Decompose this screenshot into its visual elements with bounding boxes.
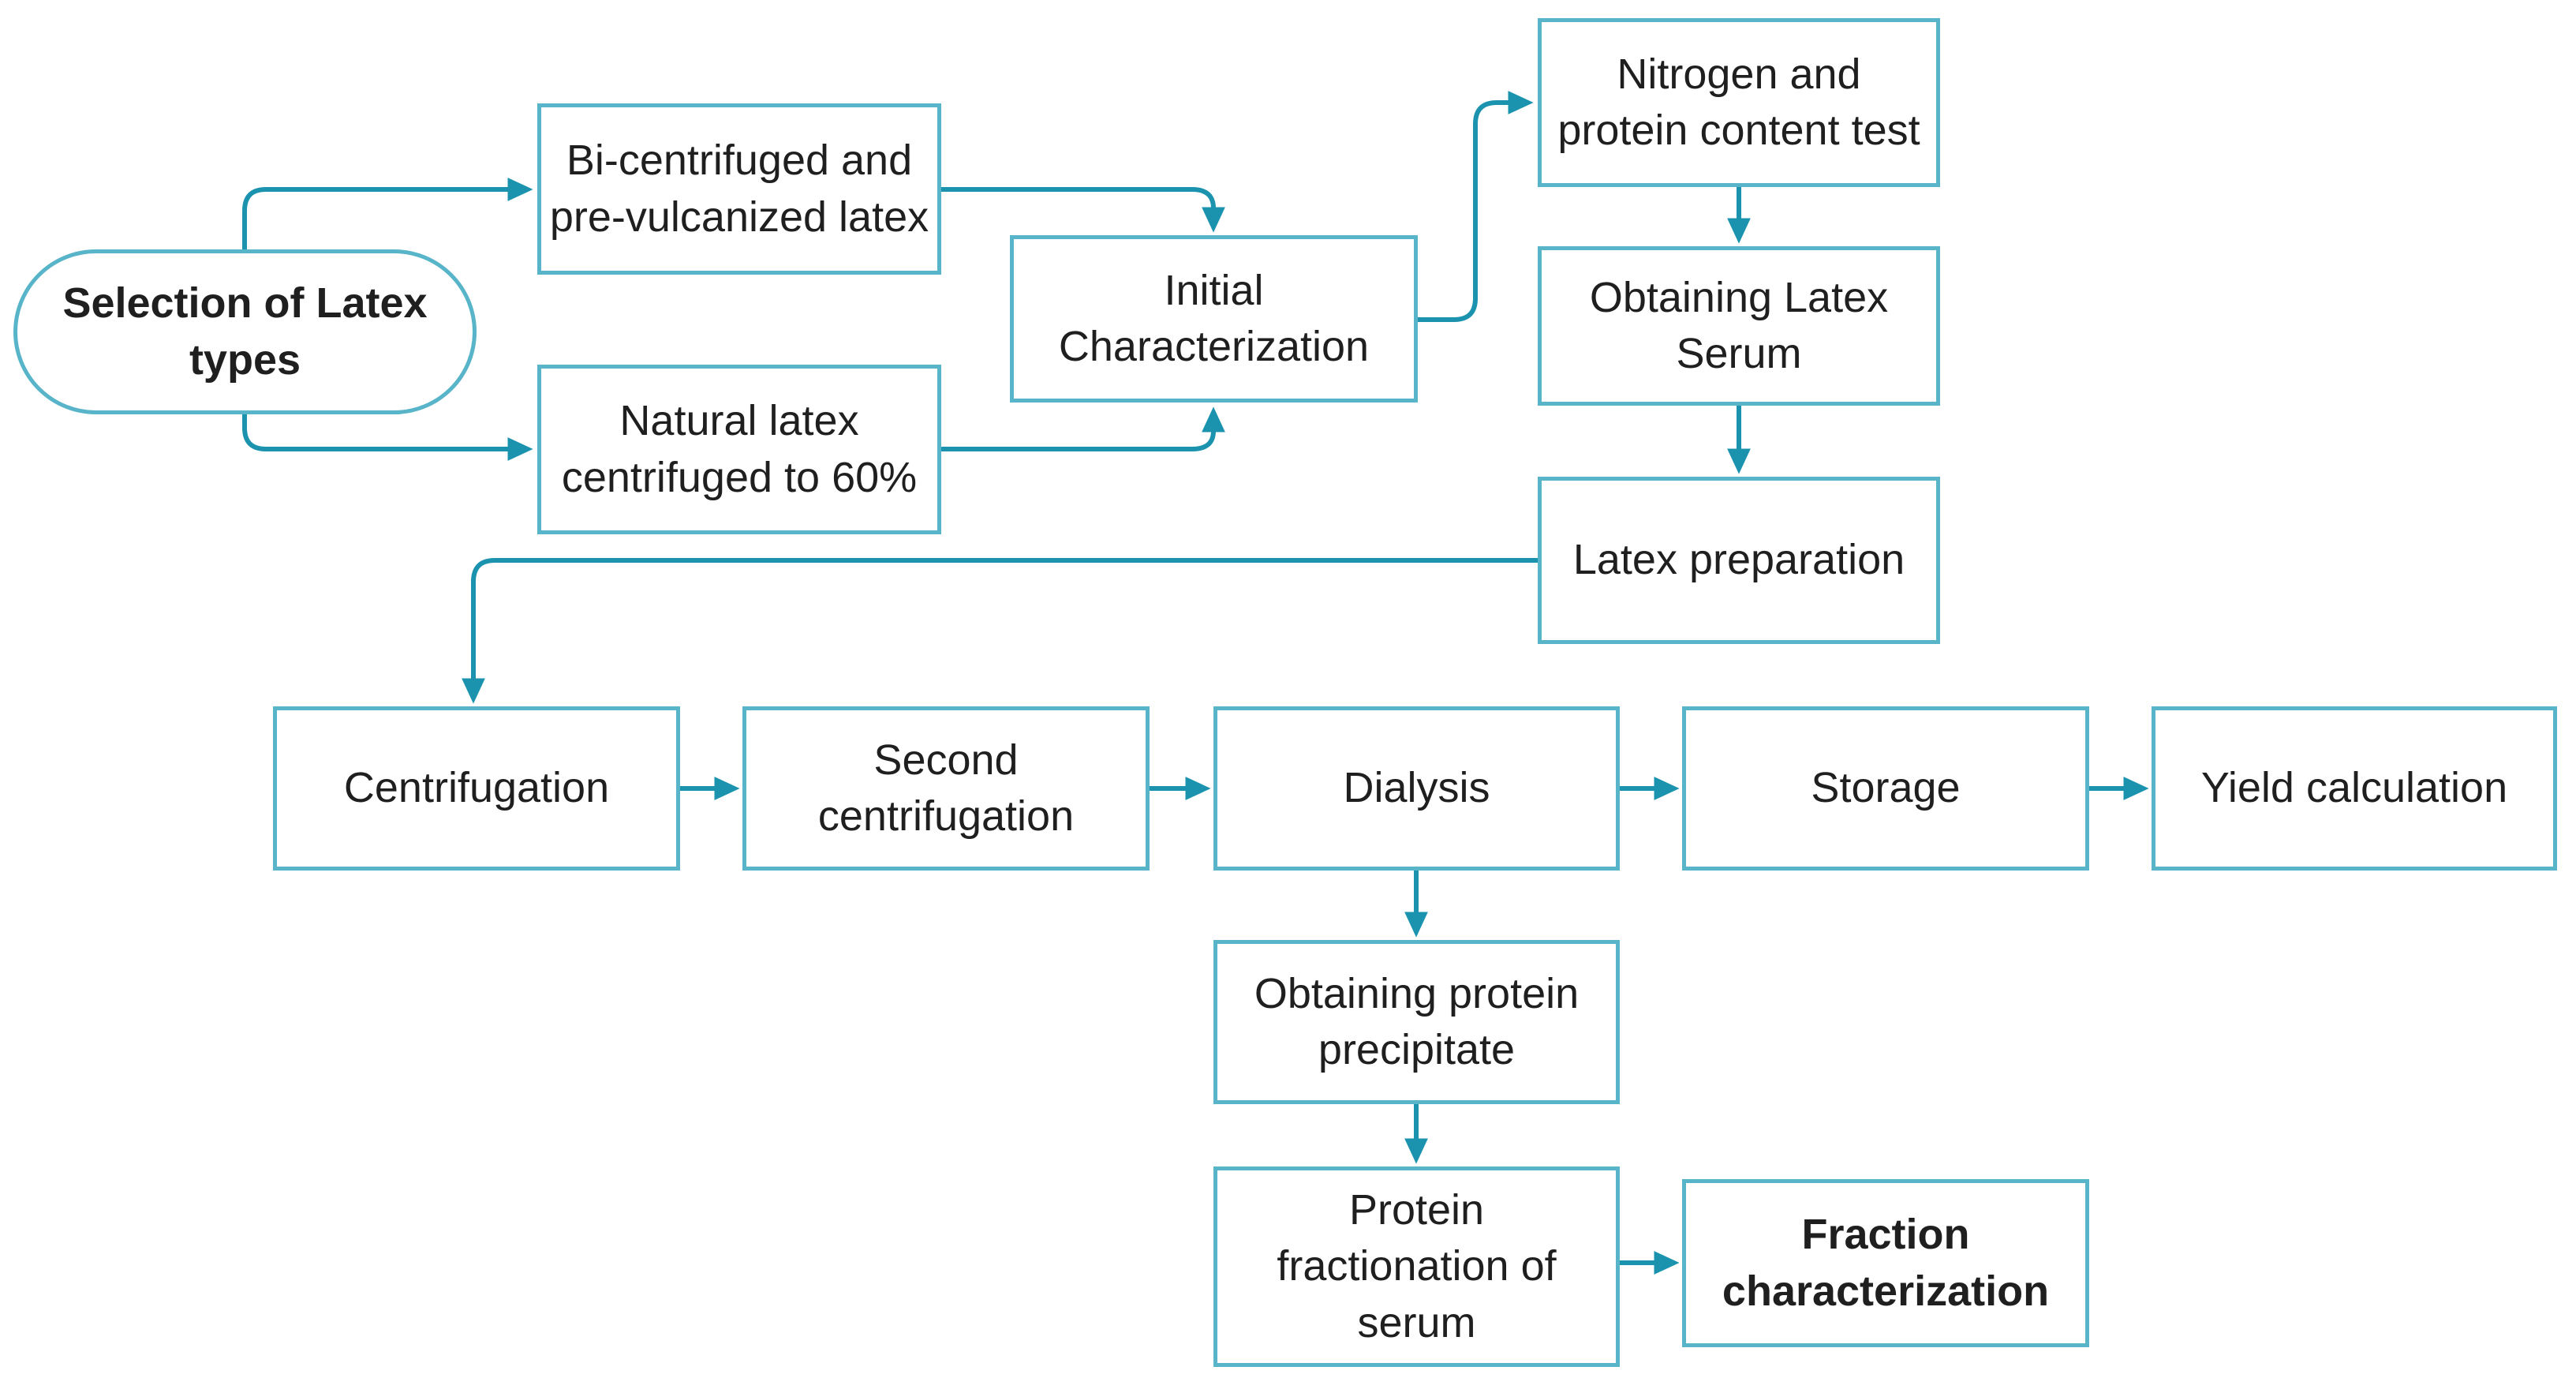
node-natural-latex-centrifuged: Natural latex centrifuged to 60% [537,365,941,534]
edge-natural-to-initialchar [941,406,1225,451]
node-initial-characterization: Initial Characterization [1010,235,1418,403]
node-latex-preparation: Latex preparation [1538,477,1940,644]
edge-selection-to-natural [242,414,533,461]
edge-bicentrifuged-to-initialchar [941,187,1225,233]
node-fraction-characterization: Fraction characterization [1682,1179,2089,1347]
edge-initialchar-to-nitrogen [1418,91,1534,322]
node-obtaining-protein-precipitate: Obtaining protein precipitate [1213,940,1620,1104]
node-storage: Storage [1682,706,2089,871]
edge-latexprep-to-centrifugation [462,558,1538,704]
node-obtaining-latex-serum: Obtaining Latex Serum [1538,246,1940,406]
node-selection-of-latex-types: Selection of Latex types [13,249,477,414]
node-dialysis: Dialysis [1213,706,1620,871]
node-bi-centrifuged-pre-vulcanized-latex: Bi-centrifuged and pre-vulcanized latex [537,103,941,275]
edge-selection-to-bicentrifuged [242,178,533,249]
node-yield-calculation: Yield calculation [2152,706,2557,871]
node-nitrogen-protein-content-test: Nitrogen and protein content test [1538,18,1940,187]
node-second-centrifugation: Second centrifugation [742,706,1150,871]
node-centrifugation: Centrifugation [273,706,680,871]
node-protein-fractionation-of-serum: Protein fractionation of serum [1213,1166,1620,1367]
